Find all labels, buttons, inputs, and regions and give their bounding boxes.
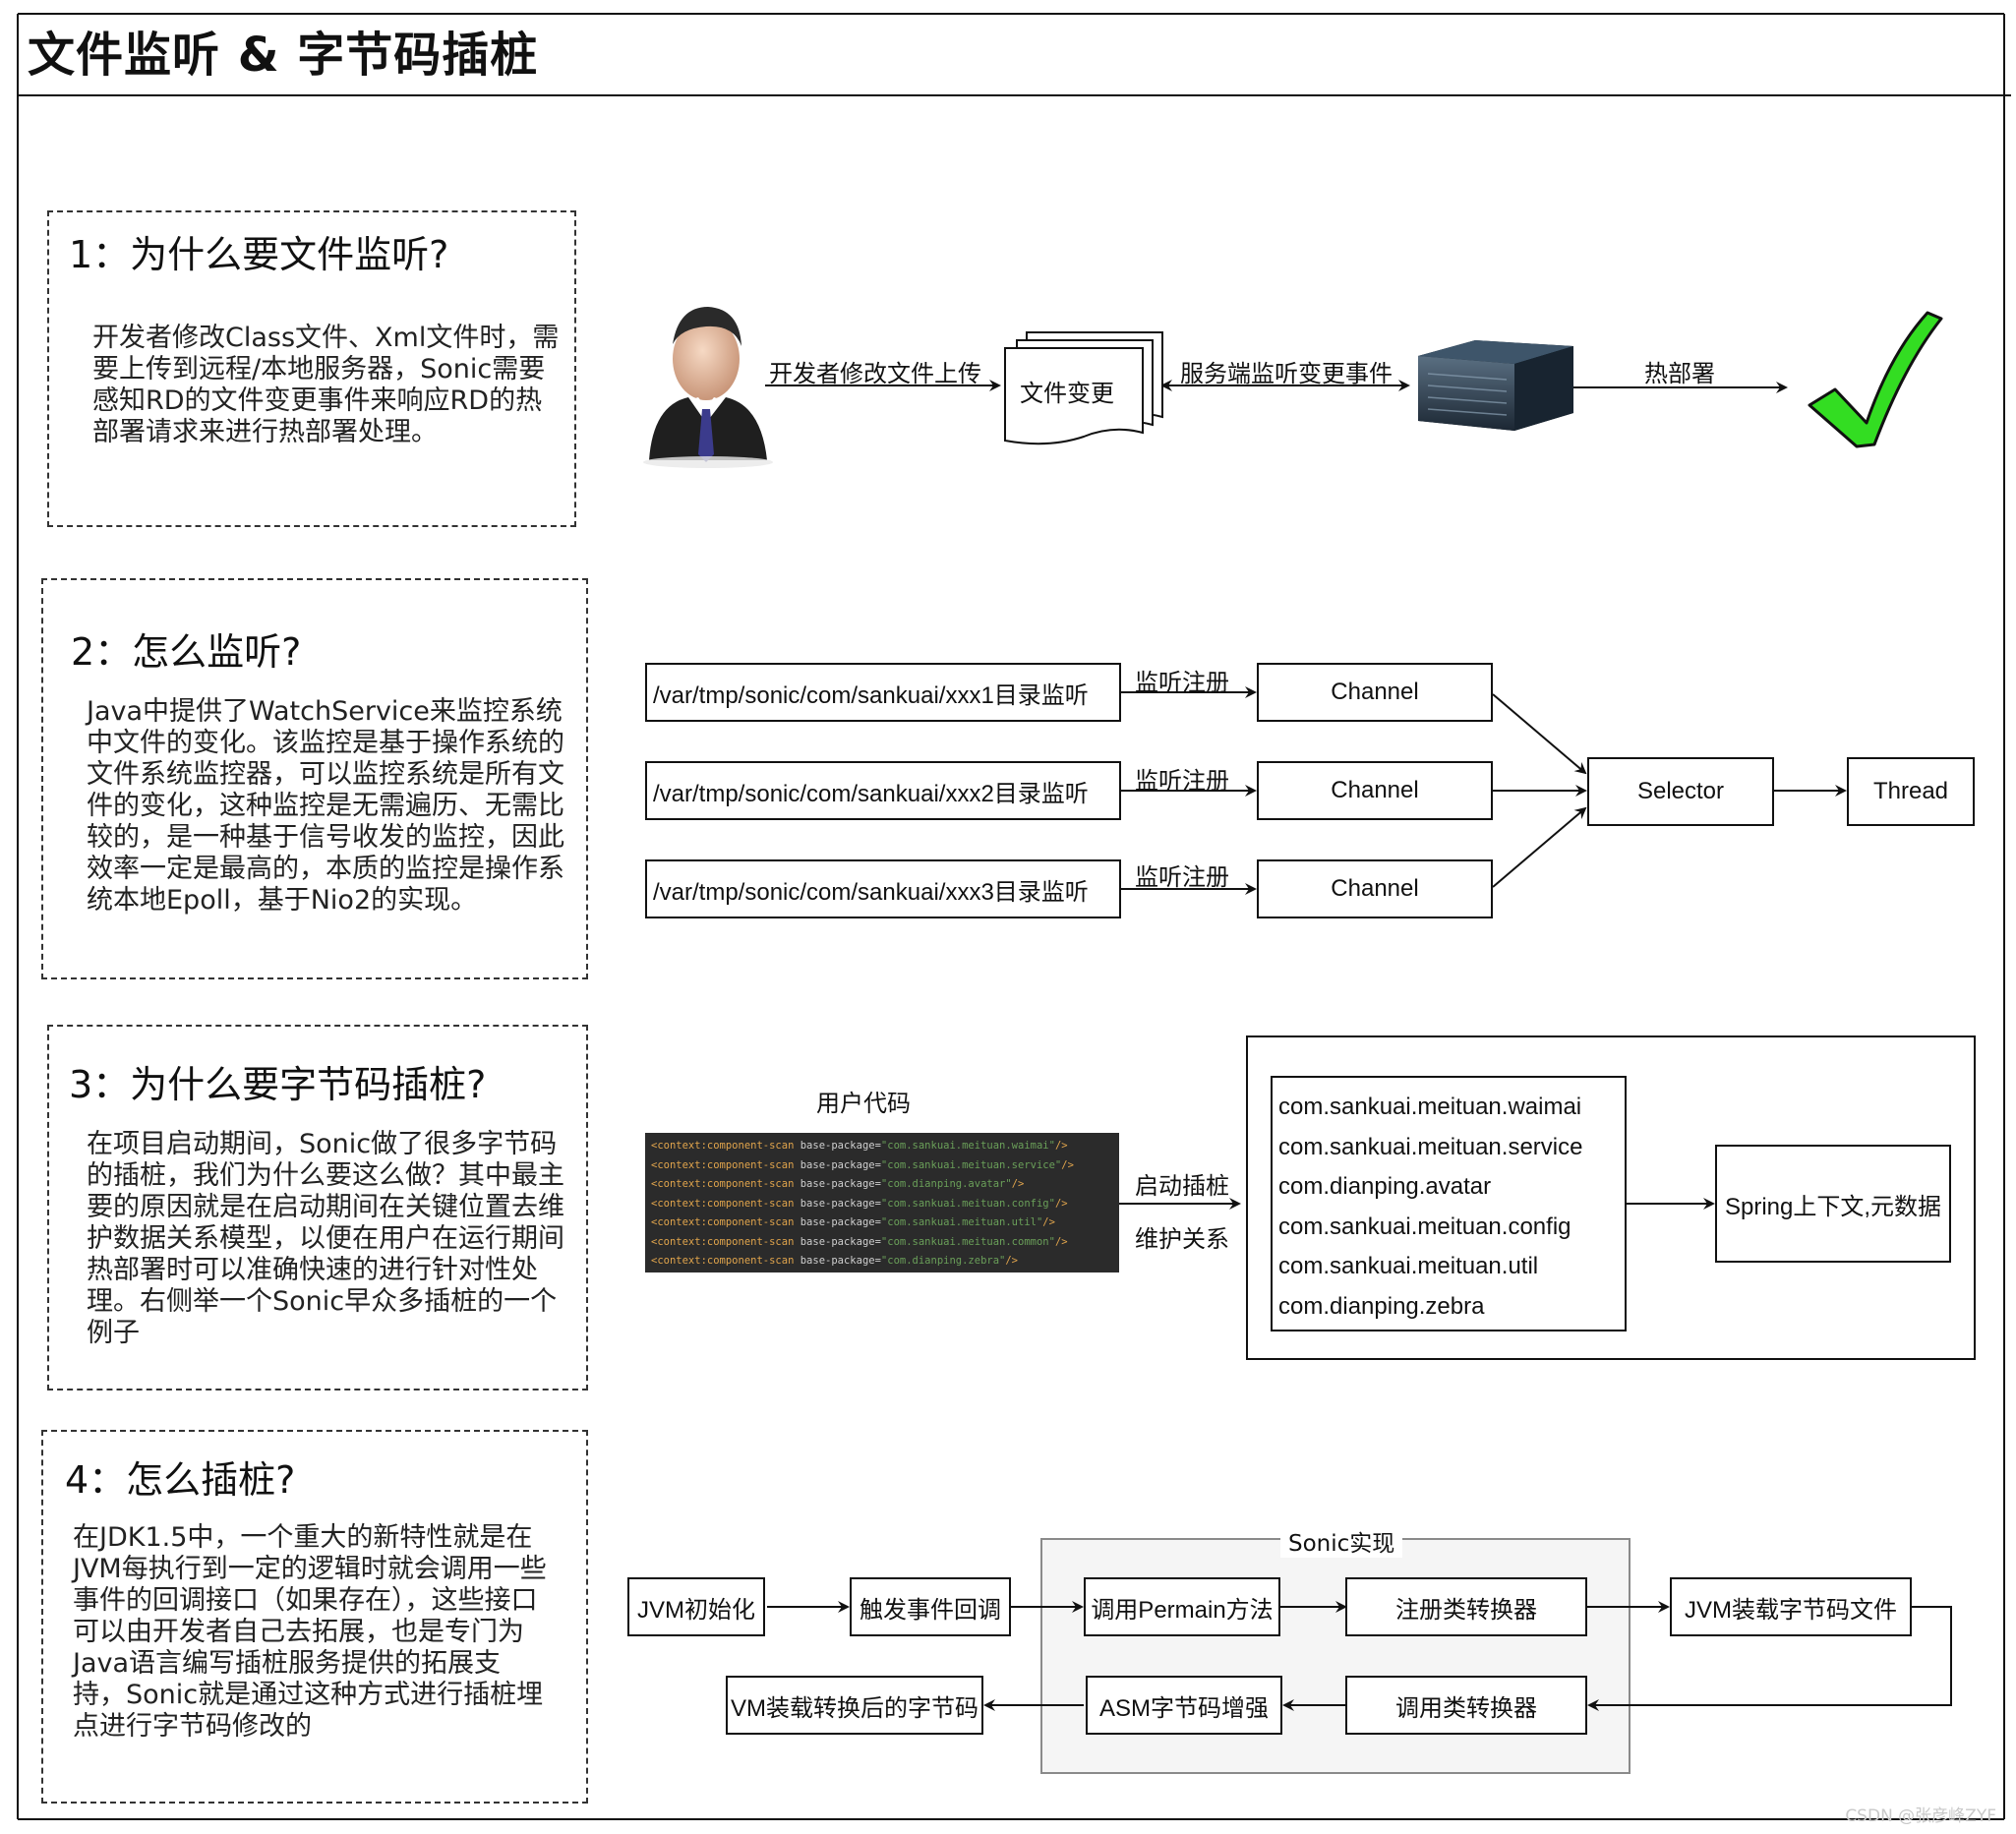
channel-selector-edge-3 xyxy=(1492,806,1587,888)
instrument-edge-label-top: 启动插桩 xyxy=(1135,1172,1229,1200)
code-line-5: <context:component-scan base-package="co… xyxy=(651,1216,1055,1228)
section-1-title: 1：为什么要文件监听? xyxy=(69,233,449,276)
package-item: com.sankuai.meituan.service xyxy=(1278,1133,1583,1160)
package-item: com.sankuai.meituan.config xyxy=(1278,1213,1571,1240)
call-permain-node: 调用Permain方法 xyxy=(1084,1577,1280,1636)
register-label-3: 监听注册 xyxy=(1135,863,1229,891)
section-1-text: 开发者修改Class文件、Xml文件时，需要上传到远程/本地服务器，Sonic需… xyxy=(92,323,560,447)
channel-node-1: Channel xyxy=(1257,663,1493,722)
channel-selector-edge-1 xyxy=(1492,693,1587,775)
spring-context-node: Spring上下文,元数据 xyxy=(1715,1145,1951,1263)
jvm-init-node: JVM初始化 xyxy=(627,1577,765,1636)
thread-node: Thread xyxy=(1847,757,1975,826)
code-line-4: <context:component-scan base-package="co… xyxy=(651,1197,1068,1210)
code-line-7: <context:component-scan base-package="co… xyxy=(651,1255,1019,1267)
code-snippet: <context:component-scan base-package="co… xyxy=(645,1133,1119,1272)
relation-frame xyxy=(1246,1035,1976,1360)
watermark: CSDN @张彦峰ZYF xyxy=(1845,1806,1996,1826)
document-node-label: 文件变更 xyxy=(1020,380,1114,407)
section-3-title: 3：为什么要字节码插桩? xyxy=(69,1063,487,1106)
register-transformer-node: 注册类转换器 xyxy=(1345,1577,1587,1636)
call-transformer-node: 调用类转换器 xyxy=(1345,1676,1587,1735)
section-3-text: 在项目启动期间，Sonic做了很多字节码的插桩，我们为什么要这么做？其中最主要的… xyxy=(87,1129,564,1348)
package-item: com.sankuai.meituan.util xyxy=(1278,1253,1539,1279)
package-item: com.dianping.zebra xyxy=(1278,1292,1485,1320)
register-label-2: 监听注册 xyxy=(1135,767,1229,795)
sonic-impl-group xyxy=(1040,1538,1631,1774)
vm-load-transformed-node: VM装载转换后的字节码 xyxy=(726,1676,983,1735)
section-4-box xyxy=(41,1430,588,1804)
selector-node: Selector xyxy=(1587,757,1774,826)
listen-edge-label: 服务端监听变更事件 xyxy=(1180,360,1393,387)
channel-node-2: Channel xyxy=(1257,761,1493,820)
code-line-2: <context:component-scan base-package="co… xyxy=(651,1158,1074,1171)
dir-watch-node-2: /var/tmp/sonic/com/sankuai/xxx2目录监听 xyxy=(645,761,1121,820)
package-list: com.sankuai.meituan.waimai com.sankuai.m… xyxy=(1271,1076,1627,1331)
section-2-title: 2：怎么监听? xyxy=(71,630,302,674)
section-1-box xyxy=(47,210,576,527)
channel-node-3: Channel xyxy=(1257,859,1493,918)
section-4-text: 在JDK1.5中，一个重大的新特性就是在JVM每执行到一定的逻辑时就会调用一些事… xyxy=(73,1522,547,1742)
user-code-label: 用户代码 xyxy=(816,1090,911,1117)
upload-edge-label: 开发者修改文件上传 xyxy=(769,360,981,387)
package-item: com.dianping.avatar xyxy=(1278,1173,1492,1200)
section-4-title: 4：怎么插桩? xyxy=(65,1458,296,1502)
jvm-load-node: JVM装载字节码文件 xyxy=(1670,1577,1912,1636)
trigger-callback-node: 触发事件回调 xyxy=(850,1577,1011,1636)
package-item: com.sankuai.meituan.waimai xyxy=(1278,1094,1582,1120)
section-2-box xyxy=(41,578,588,979)
section-2-text: Java中提供了WatchService来监控系统中文件的变化。该监控是基于操作… xyxy=(87,696,564,916)
dir-watch-node-1: /var/tmp/sonic/com/sankuai/xxx1目录监听 xyxy=(645,663,1121,722)
dir-watch-node-3: /var/tmp/sonic/com/sankuai/xxx3目录监听 xyxy=(645,859,1121,918)
register-label-1: 监听注册 xyxy=(1135,669,1229,696)
code-line-1: <context:component-scan base-package="co… xyxy=(651,1140,1068,1152)
code-line-6: <context:component-scan base-package="co… xyxy=(651,1235,1068,1248)
section-3-box xyxy=(47,1025,588,1390)
sonic-impl-group-title: Sonic实现 xyxy=(1280,1524,1403,1558)
code-line-3: <context:component-scan base-package="co… xyxy=(651,1178,1025,1190)
deploy-edge-label: 热部署 xyxy=(1644,360,1715,387)
page-title: 文件监听 & 字节码插桩 xyxy=(28,28,539,83)
asm-enhance-node: ASM字节码增强 xyxy=(1086,1676,1282,1735)
instrument-edge-label-bottom: 维护关系 xyxy=(1135,1225,1229,1253)
